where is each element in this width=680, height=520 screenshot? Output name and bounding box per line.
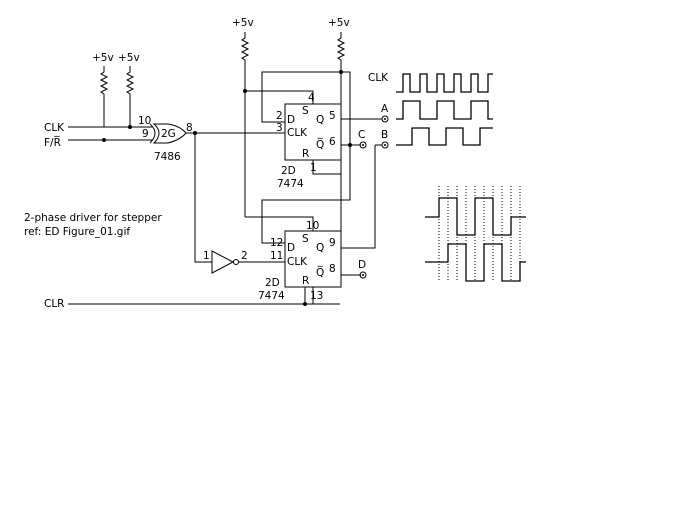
terminal-a bbox=[381, 115, 389, 123]
waveform-clk-label: CLK bbox=[368, 72, 389, 84]
resistor-r1 bbox=[99, 66, 109, 127]
svg-text:Q̅: Q̅ bbox=[316, 266, 324, 279]
svg-text:2: 2 bbox=[276, 110, 283, 122]
svg-text:8: 8 bbox=[329, 263, 336, 275]
xor-pin-out: 8 bbox=[186, 122, 193, 134]
svg-text:4: 4 bbox=[308, 92, 315, 104]
flipflop-bottom-name: 2D bbox=[265, 277, 280, 289]
fr-input-label: F/R̅ bbox=[44, 136, 61, 149]
terminal-b-label: B bbox=[381, 129, 388, 141]
svg-text:CLK: CLK bbox=[287, 256, 308, 268]
note-line-2: ref: ED Figure_01.gif bbox=[24, 226, 130, 238]
resistor-r2 bbox=[125, 66, 135, 127]
xor-pin-a: 10 bbox=[138, 115, 151, 127]
vcc-label-right: +5v bbox=[328, 17, 350, 29]
timing-phase-2 bbox=[425, 243, 526, 282]
svg-text:D: D bbox=[287, 114, 295, 126]
waveform-b bbox=[396, 127, 493, 146]
svg-text:13: 13 bbox=[310, 290, 323, 302]
resistor-r3 bbox=[240, 32, 250, 217]
timing-phase-1 bbox=[425, 197, 526, 236]
xor-gate: 2G 7486 10 9 8 bbox=[138, 115, 193, 163]
terminal-d-label: D bbox=[358, 259, 366, 271]
svg-text:R: R bbox=[302, 148, 309, 160]
svg-text:CLK: CLK bbox=[287, 127, 308, 139]
clk-input-label: CLK bbox=[44, 122, 65, 134]
output-terminals: A C B D bbox=[341, 103, 389, 279]
terminal-b bbox=[381, 141, 389, 149]
inverter-pin-in: 1 bbox=[203, 250, 210, 262]
flipflop-bottom-part: 7474 bbox=[258, 290, 285, 302]
waveform-clk bbox=[396, 73, 493, 93]
terminal-c-label: C bbox=[358, 129, 365, 141]
flipflop-top-name: 2D bbox=[281, 165, 296, 177]
flipflop-top-part: 7474 bbox=[277, 178, 304, 190]
vcc-label-left-2: +5v bbox=[118, 52, 140, 64]
inverter-pin-out: 2 bbox=[241, 250, 248, 262]
svg-text:S: S bbox=[302, 233, 309, 245]
clr-input-label: CLR bbox=[44, 298, 64, 310]
waveforms-top: CLK bbox=[368, 72, 493, 146]
vcc-label-mid: +5v bbox=[232, 17, 254, 29]
xor-pin-b: 9 bbox=[142, 128, 149, 140]
flipflop-top: S D CLK Q Q̅ R 4 2 3 5 6 1 2D 7474 bbox=[243, 70, 361, 244]
inverter: 1 2 bbox=[203, 250, 285, 274]
xor-gate-name: 2G bbox=[161, 128, 176, 140]
svg-text:S: S bbox=[302, 105, 309, 117]
svg-text:Q̅: Q̅ bbox=[316, 138, 324, 151]
junction-clk-pullup bbox=[128, 125, 132, 129]
svg-text:D: D bbox=[287, 242, 295, 254]
supply-pullups: +5v +5v +5v +5v bbox=[92, 17, 350, 217]
svg-text:Q: Q bbox=[316, 242, 324, 254]
svg-text:5: 5 bbox=[329, 110, 336, 122]
terminal-a-label: A bbox=[381, 103, 389, 115]
svg-text:3: 3 bbox=[276, 122, 283, 134]
svg-text:9: 9 bbox=[329, 237, 336, 249]
xor-gate-part: 7486 bbox=[154, 151, 181, 163]
svg-text:12: 12 bbox=[270, 237, 283, 249]
input-lines: CLK F/R̅ CLR bbox=[44, 122, 340, 310]
flipflop-bottom: S D CLK Q Q̅ R 10 12 11 9 8 13 2D 7474 bbox=[245, 72, 376, 304]
note-caption: 2-phase driver for stepper ref: ED Figur… bbox=[24, 212, 162, 238]
svg-text:6: 6 bbox=[329, 136, 336, 148]
svg-text:R: R bbox=[302, 275, 309, 287]
svg-text:Q: Q bbox=[316, 114, 324, 126]
waveform-a bbox=[396, 100, 493, 120]
note-line-1: 2-phase driver for stepper bbox=[24, 212, 162, 224]
terminal-c bbox=[359, 141, 367, 149]
resistor-r4 bbox=[336, 32, 346, 72]
vcc-label-left-1: +5v bbox=[92, 52, 114, 64]
timing-diagram bbox=[425, 186, 526, 282]
svg-text:11: 11 bbox=[270, 250, 283, 262]
terminal-d bbox=[359, 271, 367, 279]
junction-fr-pullup bbox=[102, 138, 106, 142]
